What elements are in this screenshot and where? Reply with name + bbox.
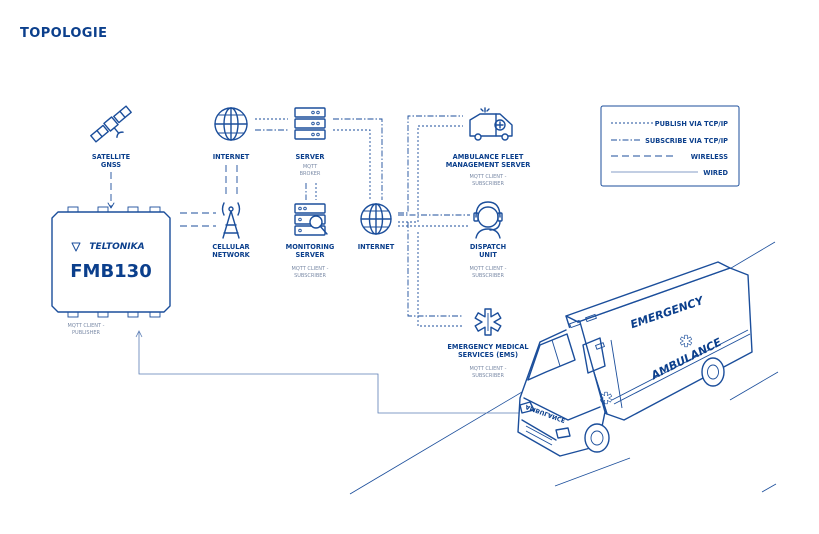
connections	[107, 115, 520, 414]
dispatch-sub-2: SUBSCRIBER	[472, 273, 504, 279]
dispatch-label: DISPATCH	[470, 243, 506, 251]
internet-top-label: INTERNET	[213, 153, 250, 161]
device-brand: TELTONIKA	[89, 242, 144, 252]
legend: PUBLISH VIA TCP/IP SUBSCRIBE VIA TCP/IP …	[600, 105, 740, 187]
monitoring-server-icon	[294, 203, 328, 236]
fleet-label-2: MANAGEMENT SERVER	[446, 161, 531, 169]
fleet-sub-1: MQTT CLIENT -	[470, 174, 507, 180]
legend-wireless: WIRELESS	[691, 153, 728, 161]
satellite-icon	[90, 105, 132, 143]
server-internet-link	[333, 118, 383, 200]
fmb130-device: TELTONIKA FMB130	[51, 206, 171, 318]
server-icon	[294, 107, 326, 140]
ems-label: EMERGENCY MEDICAL	[447, 343, 529, 351]
ems-sub-2: SUBSCRIBER	[472, 373, 504, 379]
monitoring-label: MONITORING	[286, 243, 335, 251]
legend-publish: PUBLISH VIA TCP/IP	[655, 120, 728, 128]
monitoring-sub-1: MQTT CLIENT -	[292, 266, 329, 272]
globe-icon	[214, 107, 248, 141]
star-of-life-icon	[474, 308, 502, 336]
ambulance-vehicle: EMERGENCY AMBULANCE AMBULANCE	[517, 261, 753, 457]
device-model: FMB130	[70, 261, 152, 282]
ems-sub-1: MQTT CLIENT -	[470, 366, 507, 372]
cell-tower-icon	[221, 202, 241, 239]
satellite-label: SATELLITE	[92, 153, 131, 161]
server-sub-1: MQTT	[303, 164, 318, 170]
fleet-sub-2: SUBSCRIBER	[472, 181, 504, 187]
internet-ems-link	[407, 222, 463, 317]
server-sub-2: BROKER	[300, 171, 321, 177]
legend-wired: WIRED	[703, 169, 728, 177]
vehicle-device-wire	[138, 332, 520, 414]
internet-fleet-link	[398, 115, 463, 214]
device-sub-2: PUBLISHER	[72, 330, 100, 336]
globe-icon	[360, 203, 392, 235]
satellite-label-2: GNSS	[101, 161, 121, 169]
dispatch-sub-1: MQTT CLIENT -	[470, 266, 507, 272]
ambulance-icon	[469, 107, 513, 141]
cellular-label-2: NETWORK	[212, 251, 250, 259]
legend-subscribe: SUBSCRIBE VIA TCP/IP	[645, 137, 728, 145]
cellular-label: CELLULAR	[212, 243, 249, 251]
headset-icon	[473, 201, 503, 239]
page-title: TOPOLOGIE	[20, 26, 108, 41]
monitoring-sub-2: SUBSCRIBER	[294, 273, 326, 279]
internet-mid-label: INTERNET	[358, 243, 395, 251]
fleet-label: AMBULANCE FLEET	[453, 153, 524, 161]
ems-label-2: SERVICES (EMS)	[458, 351, 518, 359]
monitoring-label-2: SERVER	[295, 251, 324, 259]
server-label: SERVER	[295, 153, 324, 161]
device-sub-1: MQTT CLIENT -	[68, 323, 105, 329]
dispatch-label-2: UNIT	[479, 251, 497, 259]
